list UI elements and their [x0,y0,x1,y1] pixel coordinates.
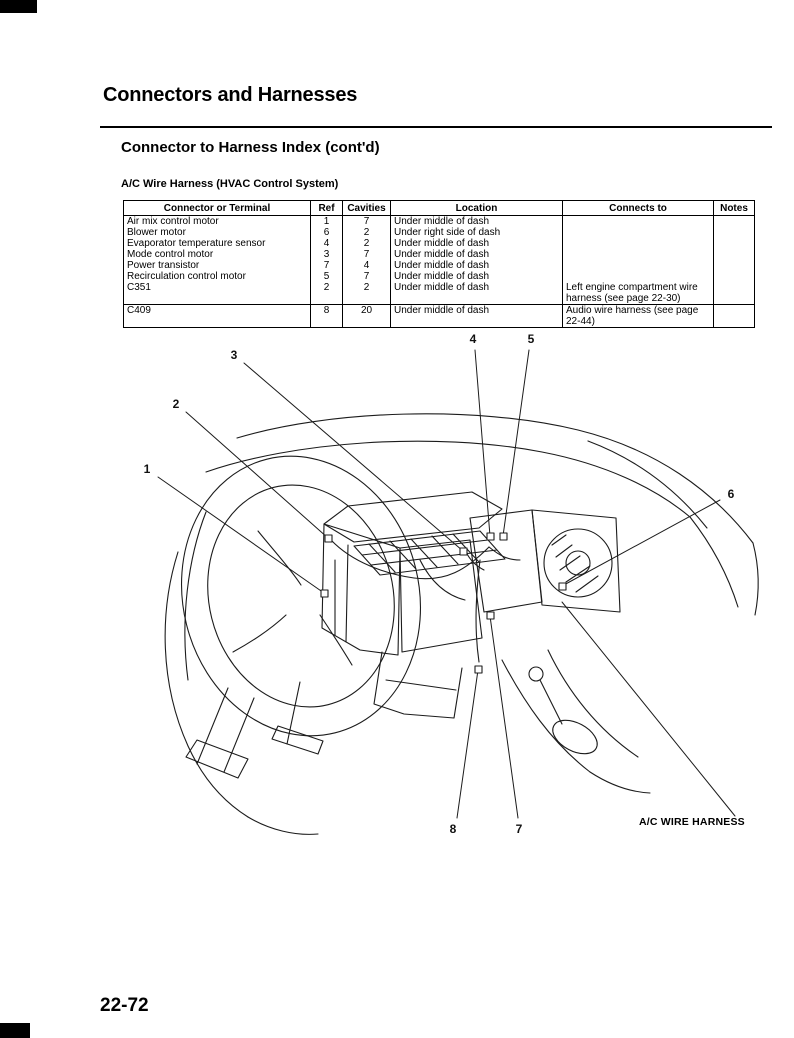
callout-leader-lines [157,349,736,819]
title-rule [100,126,772,128]
left-door-lines [164,511,319,835]
hvac-unit [321,491,621,719]
callout-2: 2 [172,397,180,411]
col-header-connector: Connector or Terminal [123,200,311,216]
col-header-notes: Notes [713,200,755,216]
cell-connects-to: Audio wire harness (see page 22-44) [562,304,714,328]
harness-label: A/C WIRE HARNESS [639,816,745,828]
callout-5: 5 [527,332,535,346]
table-row: Blower motor 6 2 Under right side of das… [123,227,755,238]
table-row: Air mix control motor 1 7 Under middle o… [123,215,755,227]
cell-notes [713,249,755,260]
console-shifter [501,649,651,794]
cell-notes [713,215,755,227]
table-caption: A/C Wire Harness (HVAC Control System) [121,178,339,190]
cell-notes [713,271,755,282]
scan-artifact-top-left [0,0,37,13]
page-number: 22-72 [100,995,149,1016]
subsection-title: Connector to Harness Index (cont'd) [121,139,380,156]
cell-notes [713,260,755,271]
table-row: C351 2 2 Under middle of dash Left engin… [123,282,755,305]
table-row: Mode control motor 3 7 Under middle of d… [123,249,755,260]
cell-notes [713,282,755,305]
callout-3: 3 [230,348,238,362]
scan-artifact-bottom-left [0,1023,30,1038]
section-title: Connectors and Harnesses [103,84,358,106]
callout-8: 8 [449,822,457,836]
table-row: C409 8 20 Under middle of dash Audio wir… [123,304,755,328]
col-header-location: Location [390,200,563,216]
callout-6: 6 [727,487,735,501]
steering-wheel [180,455,422,737]
pedals [185,681,324,779]
connector-index-table: Connector or Terminal Ref Cavities Locat… [123,200,755,328]
table-header-row: Connector or Terminal Ref Cavities Locat… [123,200,755,216]
callout-7: 7 [515,822,523,836]
table-row: Recirculation control motor 5 7 Under mi… [123,271,755,282]
cell-notes [713,227,755,238]
dashboard-outline [205,413,759,616]
cell-notes [713,238,755,249]
table-row: Evaporator temperature sensor 4 2 Under … [123,238,755,249]
table-row: Power transistor 7 4 Under middle of das… [123,260,755,271]
col-header-connects-to: Connects to [562,200,714,216]
callout-4: 4 [469,332,477,346]
col-header-cavities: Cavities [342,200,391,216]
cell-notes [713,304,755,328]
callout-1: 1 [143,462,151,476]
connector-markers [320,532,567,674]
